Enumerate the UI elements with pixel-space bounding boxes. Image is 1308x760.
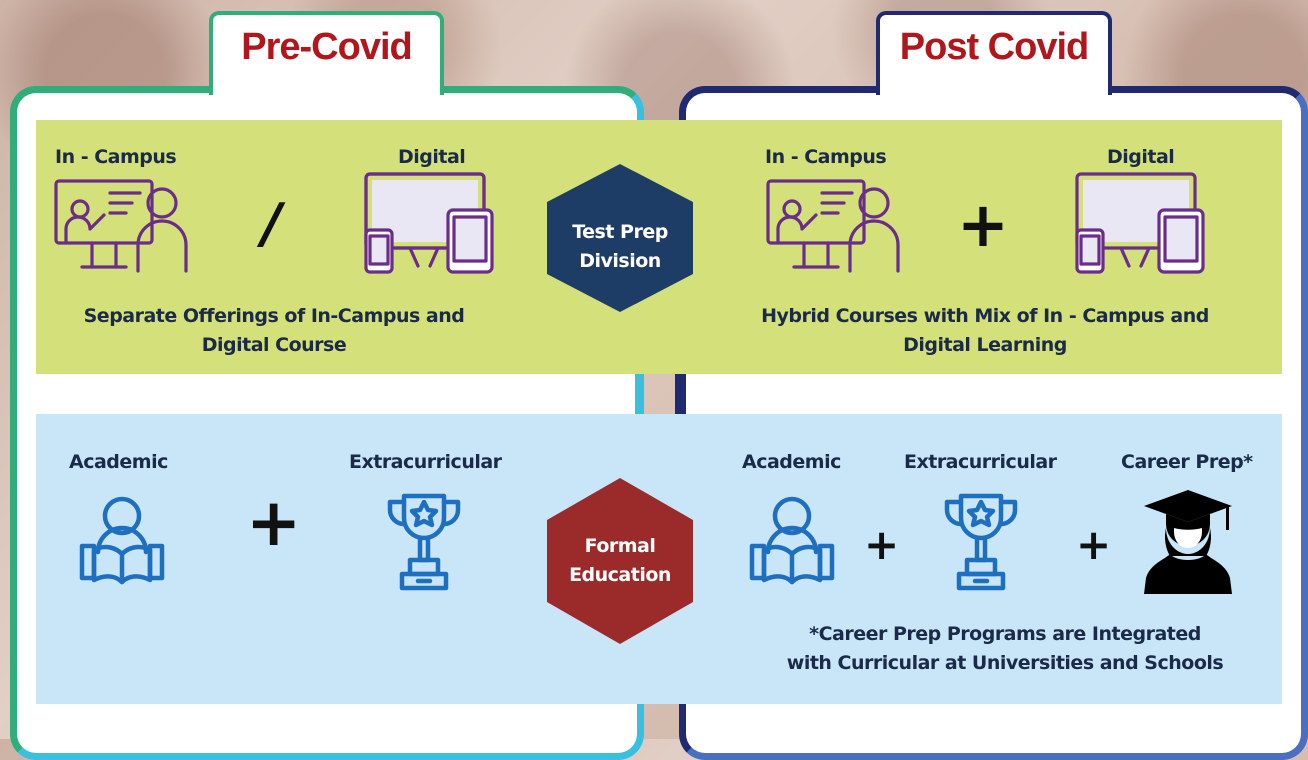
formal-education-line2: Education bbox=[569, 564, 671, 586]
post-extracurricular-label: Extracurricular bbox=[904, 451, 1057, 473]
career-prep-footnote-line2: with Curricular at Universities and Scho… bbox=[786, 652, 1224, 674]
formal-education-line1: Formal bbox=[584, 535, 656, 557]
pre-digital-label: Digital bbox=[398, 146, 466, 168]
test-prep-division-line2: Division bbox=[579, 250, 661, 272]
pre-extracurricular-label: Extracurricular bbox=[349, 451, 502, 473]
pre-in-campus-label: In - Campus bbox=[55, 146, 177, 168]
teacher-at-board-icon bbox=[766, 179, 900, 273]
pre-academic-label: Academic bbox=[69, 451, 168, 473]
pre-test-prep-caption-line2: Digital Course bbox=[201, 334, 347, 356]
post-digital-label: Digital bbox=[1107, 146, 1175, 168]
student-reading-book-icon bbox=[749, 496, 835, 585]
post-test-prep-caption-line1: Hybrid Courses with Mix of In - Campus a… bbox=[761, 305, 1209, 327]
student-reading-book-icon bbox=[79, 496, 165, 585]
test-prep-division-line1: Test Prep bbox=[572, 221, 668, 243]
formal-education-hexagon bbox=[547, 478, 693, 644]
formal-education-label: Formal Education bbox=[545, 532, 695, 590]
graduate-cap-icon bbox=[1144, 490, 1232, 594]
monitor-tablet-phone-icon bbox=[364, 172, 494, 274]
post-test-prep-caption: Hybrid Courses with Mix of In - Campus a… bbox=[730, 302, 1240, 360]
post-academic-label: Academic bbox=[742, 451, 841, 473]
post-formal-plus-operator-2: + bbox=[1076, 520, 1112, 569]
career-prep-footnote: *Career Prep Programs are Integrated wit… bbox=[740, 620, 1270, 678]
post-in-campus-label: In - Campus bbox=[765, 146, 887, 168]
post-test-prep-plus-operator: + bbox=[957, 188, 1009, 261]
left-divider bbox=[635, 374, 642, 414]
pre-test-prep-caption-line1: Separate Offerings of In-Campus and bbox=[83, 305, 465, 327]
teacher-at-board-icon bbox=[54, 179, 188, 273]
pre-test-prep-caption: Separate Offerings of In-Campus and Digi… bbox=[44, 302, 504, 360]
right-divider bbox=[675, 374, 682, 414]
post-career-prep-label: Career Prep* bbox=[1121, 451, 1253, 473]
trophy-star-icon bbox=[387, 493, 461, 591]
test-prep-division-hexagon bbox=[547, 164, 693, 312]
post-formal-plus-operator-1: + bbox=[864, 520, 900, 569]
pre-test-prep-or-operator: / bbox=[262, 192, 282, 255]
pre-formal-plus-operator: + bbox=[246, 484, 302, 561]
monitor-tablet-phone-icon bbox=[1075, 172, 1205, 274]
post-test-prep-caption-line2: Digital Learning bbox=[903, 334, 1067, 356]
pre-covid-title: Pre-Covid bbox=[209, 11, 444, 95]
test-prep-division-label: Test Prep Division bbox=[545, 218, 695, 276]
career-prep-footnote-line1: *Career Prep Programs are Integrated bbox=[809, 623, 1201, 645]
post-covid-title: Post Covid bbox=[876, 11, 1112, 95]
trophy-star-icon bbox=[944, 493, 1018, 591]
